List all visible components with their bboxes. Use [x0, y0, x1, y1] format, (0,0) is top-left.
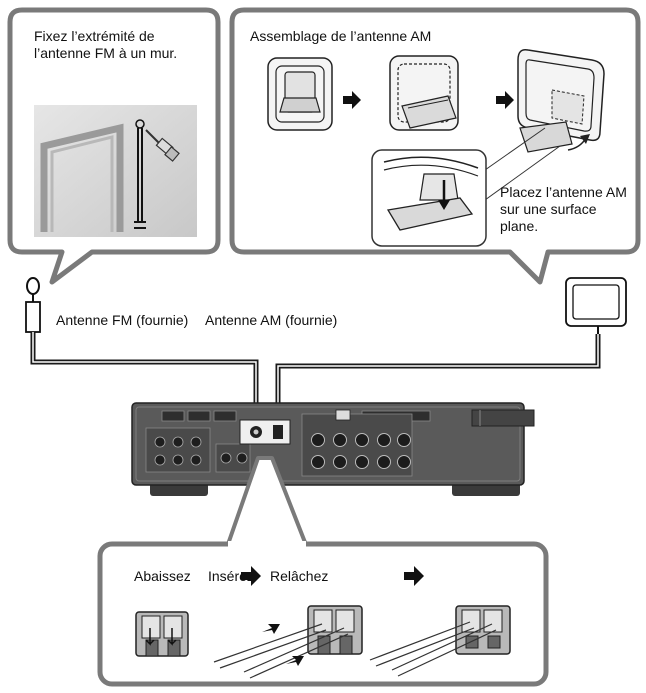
- am-antenna-step1: [267, 57, 333, 131]
- am-stand-zoom-inset: [371, 149, 487, 247]
- am-cable: [275, 334, 601, 432]
- arrow-right-icon: [343, 91, 361, 109]
- am-callout-title: Assemblage de l’antenne AM: [250, 28, 432, 44]
- am-antenna-step2: [389, 55, 459, 131]
- speaker-terminal-insert: [213, 605, 363, 679]
- receiver-rear-panel: [131, 402, 525, 496]
- wall-illustration: [34, 105, 197, 237]
- am-antenna-loop: [565, 277, 627, 334]
- fm-antenna-on-wall: [134, 119, 146, 229]
- zoom-lines: [484, 127, 561, 201]
- arrow-right-icon: [496, 91, 514, 109]
- step-release-label: Relâchez: [270, 568, 329, 584]
- thumbtack-icon: [145, 129, 180, 162]
- arrow-right-icon: [404, 566, 424, 586]
- speaker-terminal-pressed: [135, 611, 189, 657]
- power-cord: [471, 409, 535, 427]
- fm-callout-instruction: Fixez l’extrémité de l’antenne FM à un m…: [34, 28, 178, 61]
- step-insert-label: Insérez: [208, 568, 254, 584]
- am-antenna-step3: [517, 48, 605, 153]
- fm-cable: [30, 332, 259, 432]
- speaker-terminal-released: [369, 605, 511, 677]
- arrow-right-icon: [241, 566, 261, 586]
- fm-antenna-label: Antenne FM (fournie): [56, 312, 189, 328]
- am-antenna-label: Antenne AM (fournie): [205, 312, 338, 328]
- am-callout-instruction: Placez l’antenne AM sur une surface plan…: [500, 184, 627, 234]
- step-lower-label: Abaissez: [134, 568, 191, 584]
- fm-antenna-plug: [25, 277, 41, 333]
